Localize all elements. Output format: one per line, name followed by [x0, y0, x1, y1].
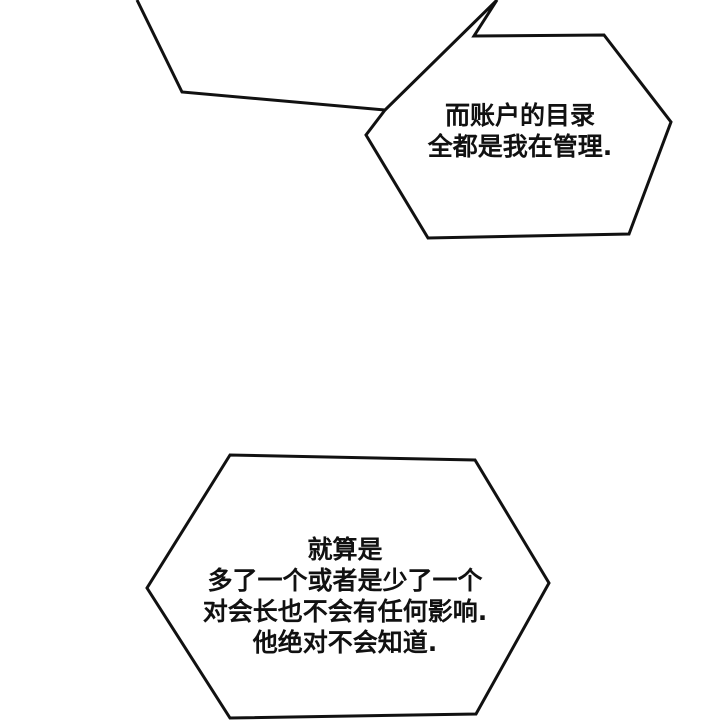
speech-bubble-2 [145, 453, 551, 720]
dialogue-line: 全都是我在管理. [427, 132, 613, 161]
dialogue-line: 而账户的目录 [444, 101, 595, 130]
speech-bubble-1-text: 而账户的目录 全都是我在管理. [380, 100, 660, 162]
speech-bubble-1 [364, 0, 673, 240]
dialogue-line: 就算是 [307, 535, 383, 564]
speech-bubble-2-text: 就算是 多了一个或者是少了一个 对会长也不会有任何影响. 他绝对不会知道. [160, 534, 530, 658]
dialogue-line: 多了一个或者是少了一个 [207, 566, 483, 595]
dialogue-line: 他绝对不会知道. [252, 628, 438, 657]
dialogue-line: 对会长也不会有任何影响. [202, 597, 488, 626]
panel-outline-top-left [135, 0, 386, 112]
